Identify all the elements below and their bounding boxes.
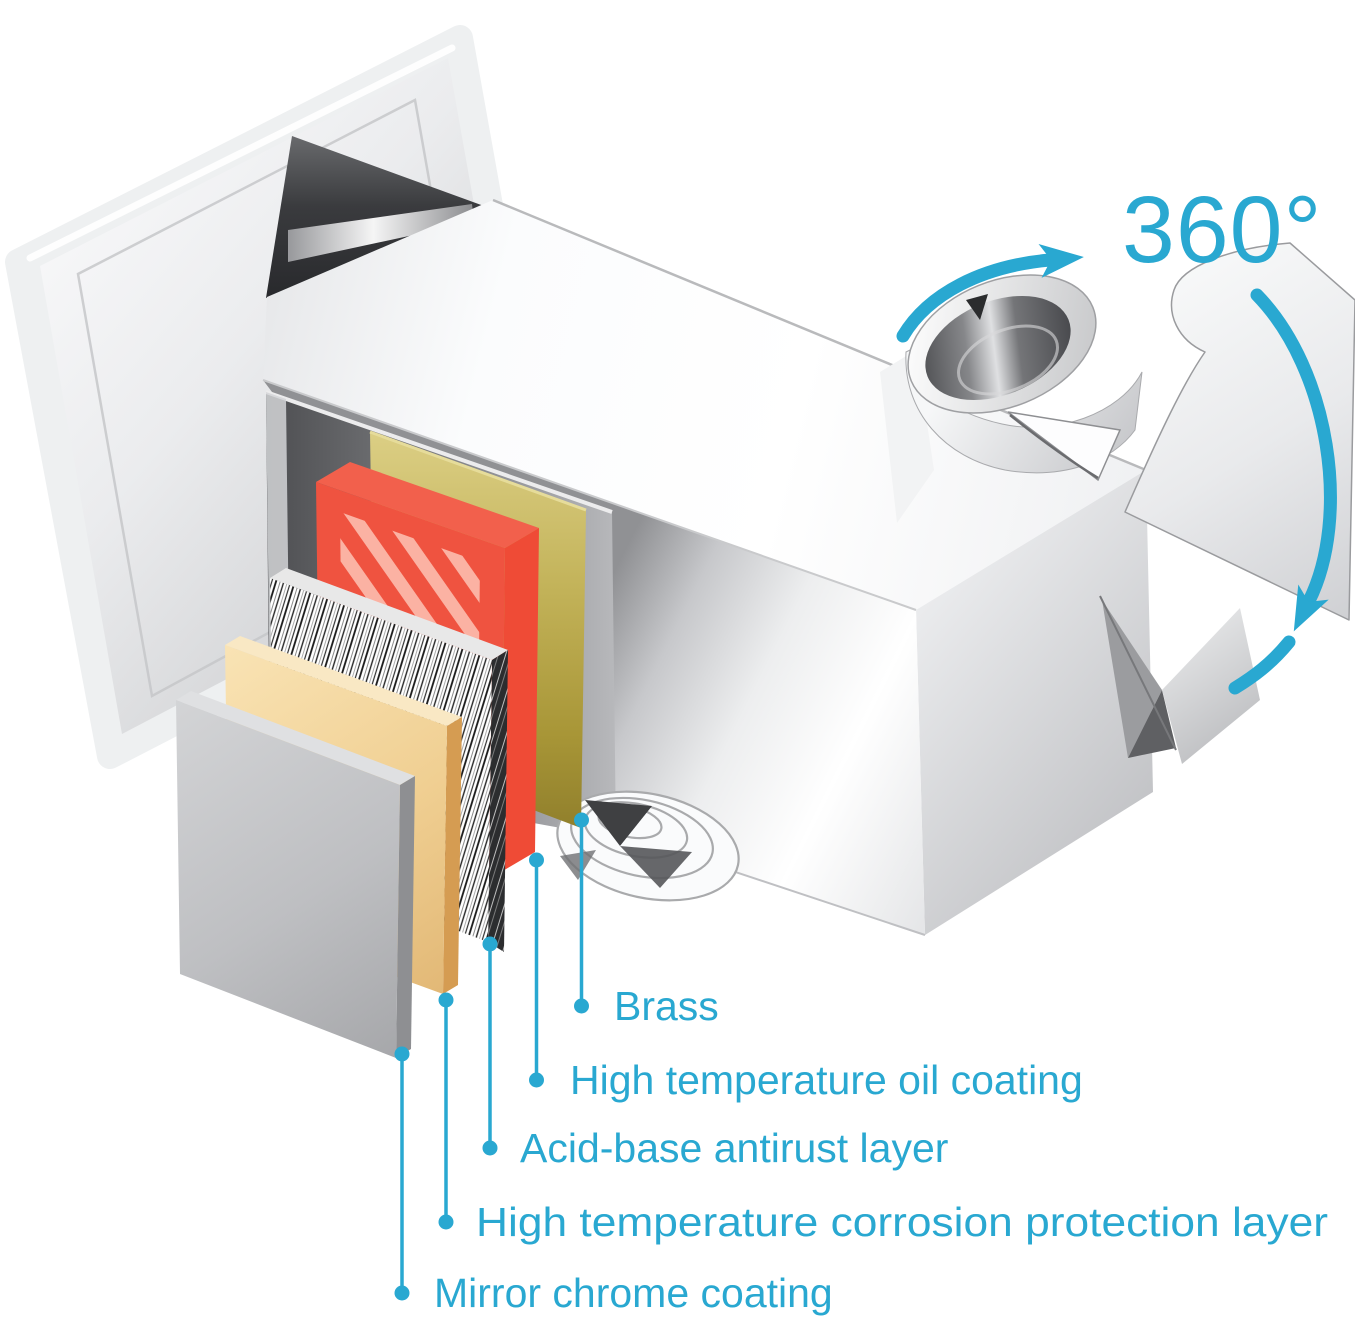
antirust-plate-side (488, 650, 508, 952)
layer-chrome-plate (176, 691, 415, 1058)
chrome-plate-face (176, 700, 400, 1058)
holder-beak (1007, 411, 1122, 482)
holder-crevice-line (1009, 414, 1099, 480)
callouts: Brass High temperature oil coating Acid-… (394, 812, 1328, 1316)
leader-dot-antirust-bottom (482, 1140, 498, 1156)
oil-plate-side (501, 528, 539, 872)
wall-plate-top-highlight (26, 44, 456, 262)
rotation-arrow-left-arc (896, 243, 1084, 343)
antirust-plate-top (270, 568, 508, 660)
corrosion-plate-top (225, 636, 462, 726)
holder-bore-highlight (956, 324, 1060, 396)
corrosion-plate-side (443, 717, 462, 994)
label-oil-coating: High temperature oil coating (570, 1057, 1083, 1103)
leader-dot-antirust-top (482, 936, 498, 952)
coil-shadow-wedge-2 (620, 846, 692, 888)
leader-dot-mirror-chrome-bottom (394, 1285, 410, 1301)
body-front-ridge (262, 379, 917, 611)
label-brass: Brass (614, 983, 719, 1029)
holder-backplate (1124, 242, 1355, 621)
mounting-neck (266, 136, 484, 298)
rotation-label: 360° (1122, 177, 1323, 283)
leader-dot-mirror-chrome-top (394, 1046, 410, 1062)
neck-chrome-highlight (288, 204, 474, 262)
rotation-arrow (896, 243, 1337, 695)
chrome-plate-side (396, 776, 415, 1058)
body-top-face (263, 200, 1146, 610)
leader-dot-oil-bottom (529, 1072, 544, 1088)
neck-dark-face (266, 136, 484, 298)
oil-plate-top (316, 462, 539, 548)
leader-dot-oil-top (529, 852, 544, 868)
label-antirust: Acid-base antirust layer (520, 1125, 948, 1171)
holder-cup-bore (925, 295, 1071, 401)
brass-top-edge (369, 430, 587, 512)
label-mirror-chrome: Mirror chrome coating (434, 1270, 833, 1316)
chrome-plate-top (176, 691, 415, 785)
holder-bore-notch (966, 294, 988, 320)
leader-dot-brass-top (574, 812, 589, 828)
holder-bracket (880, 242, 1355, 764)
leader-dot-corrosion-bottom (438, 1214, 454, 1230)
rotation-arrow-right-arc (1250, 288, 1337, 632)
rotation-arrow-tail (1228, 635, 1296, 695)
holder-bottom-tip (1162, 608, 1260, 764)
coil-shadow-wedge-1 (585, 800, 652, 846)
holder-wedge-edge (1099, 595, 1177, 751)
holder-wedge-2 (1128, 690, 1176, 758)
holder-wedge-1 (1102, 600, 1162, 758)
leader-dot-brass-bottom (574, 998, 589, 1014)
coil-shadow-wedge-3 (560, 850, 596, 880)
cavity-rim-highlight (265, 390, 613, 514)
body-right-face (916, 470, 1153, 935)
leader-dot-corrosion-top (438, 992, 454, 1008)
label-corrosion: High temperature corrosion protection la… (476, 1199, 1328, 1245)
